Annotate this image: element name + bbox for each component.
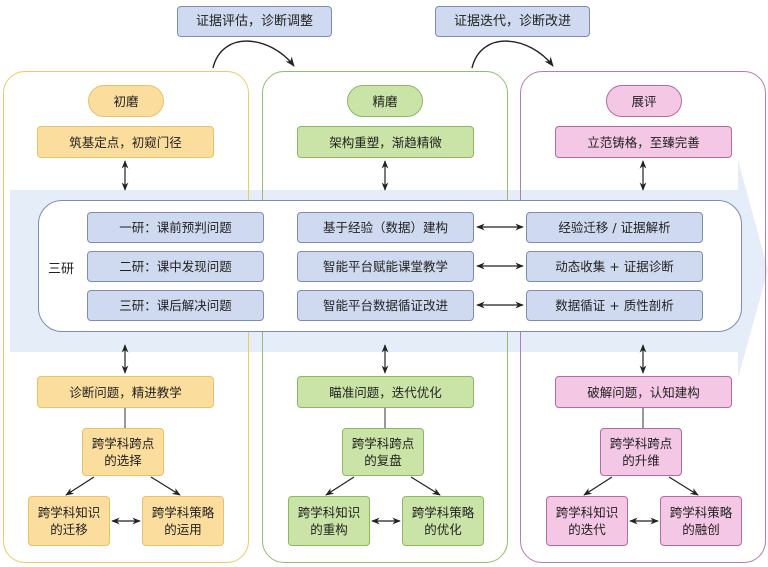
hub-node-jingmo: 跨学科跨点 的复盘 [342,428,424,476]
research-col1-row1: 一研：课前预判问题 [87,212,264,243]
node-line-2: 的优化 [424,522,462,537]
stage-diagnosis-jingmo: 瞄准问题，迭代优化 [297,376,474,408]
research-col2-row3: 智能平台数据循证改进 [297,290,474,321]
hub-line-1: 跨学科跨点 [91,436,155,451]
research-col1-row2: 二研：课中发现问题 [87,251,264,282]
hub-line-1: 跨学科跨点 [609,436,673,451]
hub-line-2: 的复盘 [364,453,402,468]
node-line-1: 跨学科知识 [37,505,101,520]
hub-line-1: 跨学科跨点 [351,436,415,451]
node-line-2: 的迁移 [50,522,88,537]
transition-label-1: 证据评估，诊断调整 [177,6,332,37]
knowledge-node-chumo: 跨学科知识 的迁移 [28,496,110,546]
strategy-node-zhanping: 跨学科策略 的融创 [660,496,742,546]
hub-line-2: 的选择 [104,453,142,468]
node-line-1: 跨学科知识 [297,505,361,520]
strategy-node-chumo: 跨学科策略 的运用 [142,496,224,546]
research-col2-row2: 智能平台赋能课堂教学 [297,251,474,282]
node-line-1: 跨学科策略 [669,505,733,520]
stage-goal-jingmo: 架构重塑，渐趋精微 [297,126,474,158]
node-line-2: 的重构 [310,522,348,537]
hub-node-zhanping: 跨学科跨点 的升维 [600,428,682,476]
strategy-node-jingmo: 跨学科策略 的优化 [402,496,484,546]
research-col3-row1: 经验迁移 / 证据解析 [526,212,703,243]
transition-label-2: 证据迭代，诊断改进 [435,6,590,37]
stage-title-chumo: 初磨 [88,85,164,117]
research-col2-row1: 基于经验（数据）建构 [297,212,474,243]
node-line-1: 跨学科策略 [411,505,475,520]
knowledge-node-zhanping: 跨学科知识 的迭代 [546,496,628,546]
stage-title-zhanping: 展评 [606,85,682,117]
research-col1-row3: 三研：课后解决问题 [87,290,264,321]
hub-line-2: 的升维 [622,453,660,468]
node-line-2: 的迭代 [568,522,606,537]
stage-goal-chumo: 筑基定点，初窥门径 [37,126,214,158]
research-col3-row2: 动态收集 + 证据诊断 [526,251,703,282]
stage-diagnosis-zhanping: 破解问题，认知建构 [555,376,732,408]
stage-diagnosis-chumo: 诊断问题，精进教学 [37,376,214,408]
stage-goal-zhanping: 立范铸格，至臻完善 [555,126,732,158]
node-line-1: 跨学科策略 [151,505,215,520]
node-line-2: 的融创 [682,522,720,537]
research-label: 三研 [48,262,75,277]
node-line-1: 跨学科知识 [555,505,619,520]
node-line-2: 的运用 [164,522,202,537]
stage-title-jingmo: 精磨 [347,85,423,117]
research-col3-row3: 数据循证 + 质性剖析 [526,290,703,321]
hub-node-chumo: 跨学科跨点 的选择 [82,428,164,476]
knowledge-node-jingmo: 跨学科知识 的重构 [288,496,370,546]
